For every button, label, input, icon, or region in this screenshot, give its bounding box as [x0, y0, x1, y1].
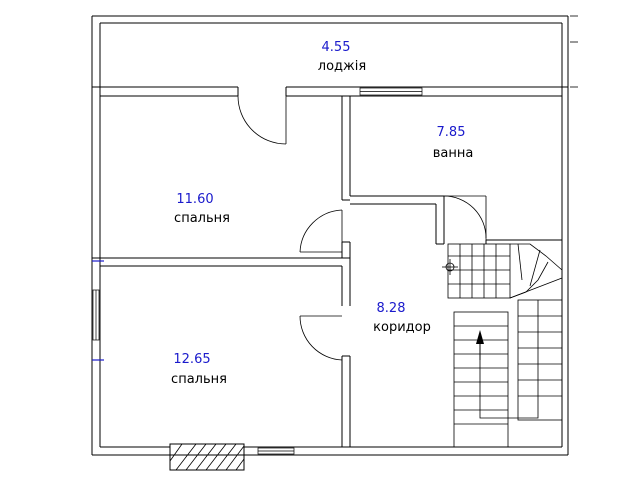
bedroom1-name: спальня [174, 211, 230, 226]
corridor-area: 8.28 [377, 301, 406, 316]
bathroom-area: 7.85 [437, 125, 466, 140]
stair-direction-arrow-icon [476, 330, 484, 360]
bathroom-name: ванна [433, 146, 474, 161]
partition-bedroom2 [341, 258, 351, 447]
stair-start-circle-icon [442, 259, 458, 275]
chimney-hatched [169, 443, 245, 471]
loggia-name: лоджія [318, 59, 366, 74]
bottom-window [257, 447, 295, 455]
staircase [447, 239, 563, 448]
partition-bedrooms [92, 257, 350, 361]
bedroom2-area: 12.65 [173, 352, 210, 367]
door-loggia-bedroom [237, 92, 287, 145]
loggia-area: 4.55 [322, 40, 351, 55]
door-bedroom2 [299, 315, 343, 361]
outer-walls [91, 15, 578, 456]
corridor-name: коридор [373, 320, 431, 335]
partition-bathroom [341, 96, 445, 258]
door-bathroom [443, 195, 487, 240]
bedroom2-name: спальня [171, 372, 227, 387]
loggia-partition [92, 86, 568, 97]
door-bedroom1 [299, 209, 343, 254]
bedroom1-area: 11.60 [176, 192, 213, 207]
